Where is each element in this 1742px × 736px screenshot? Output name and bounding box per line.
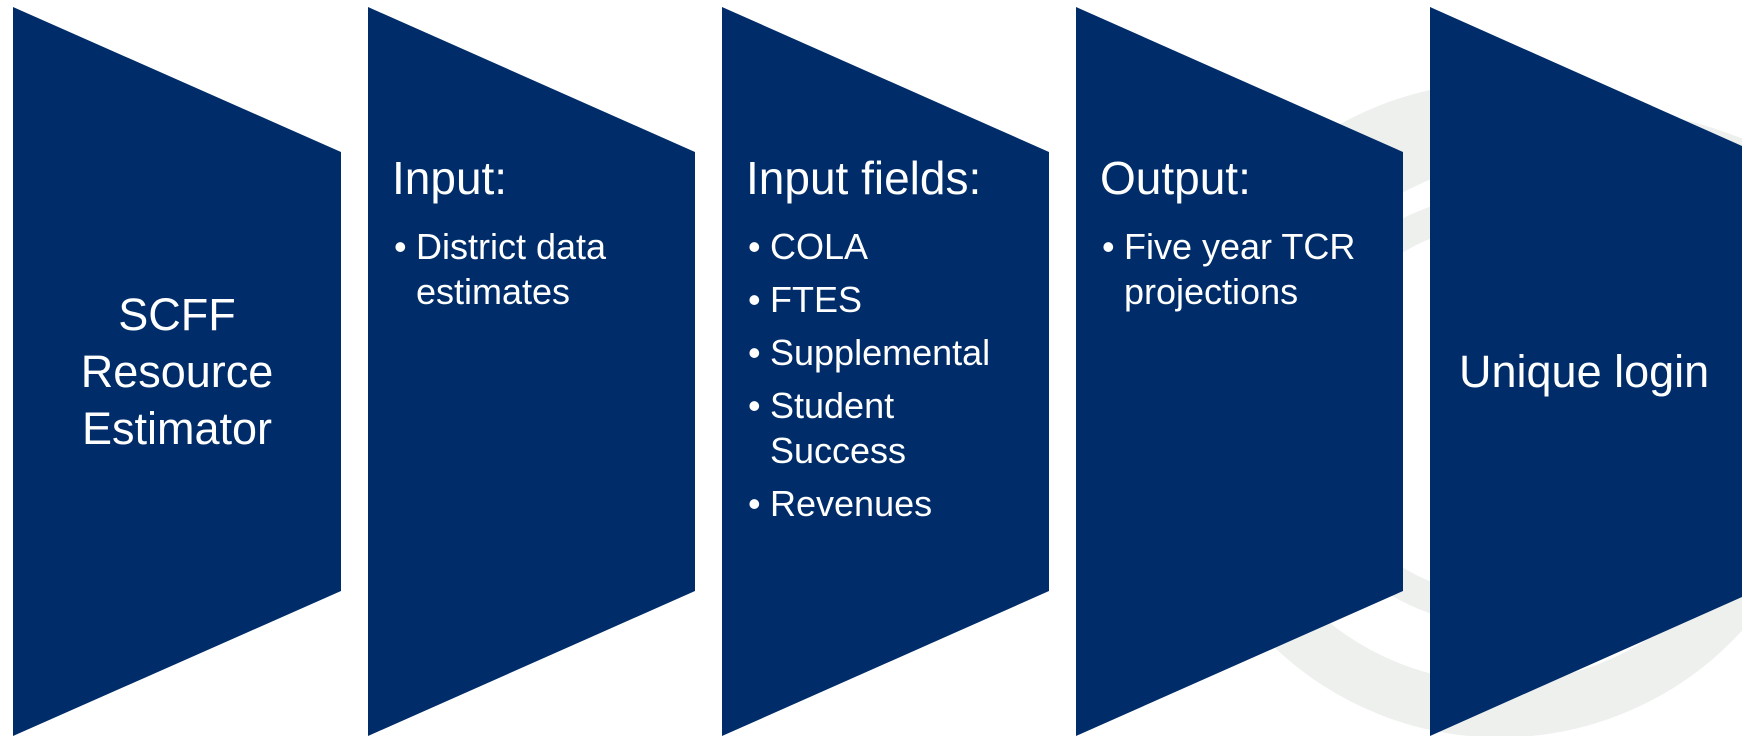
bullet-item: •Student Success [748,385,907,471]
chevron-shape [722,7,1049,736]
step-bullet-list: •District data estimates [392,224,682,314]
chevron-shape [13,7,341,736]
bullet-icon: • [748,385,761,426]
bullet-item: •Revenues [748,483,933,524]
bullet-icon: • [394,226,407,267]
step-chevron-5: Unique login [1430,7,1742,736]
bullet-item: •COLA [748,226,869,267]
bullet-icon: • [748,226,761,267]
step-heading: Input: [392,152,508,204]
bullet-icon: • [748,332,761,373]
step-chevron-4: Output: •Five year TCR projections [1076,7,1403,736]
step-label: Unique login [1459,346,1710,397]
chevron-shape [1076,7,1403,736]
bullet-icon: • [1102,226,1115,267]
chevron-shape [368,7,695,736]
bullet-icon: • [748,279,761,320]
bullet-item: •FTES [748,279,863,320]
bullet-item: •Five year TCR projections [1102,226,1356,312]
step-label: SCFF Resource Estimator [80,289,274,454]
bullet-item: •District data estimates [394,226,607,312]
step-chevron-2: Input: •District data estimates [368,7,695,736]
step-heading: Output: [1100,152,1251,204]
step-heading: Input fields: [746,152,982,204]
bullet-item: •Supplemental [748,332,991,373]
step-chevron-3: Input fields: •COLA •FTES •Supplemental … [722,7,1049,736]
step-chevron-1: SCFF Resource Estimator [13,7,341,736]
chevron-shape [1430,7,1742,736]
bullet-icon: • [748,483,761,524]
step-bullet-list: •COLA •FTES •Supplemental •Student Succe… [746,224,1046,526]
step-bullet-list: •Five year TCR projections [1100,224,1390,314]
